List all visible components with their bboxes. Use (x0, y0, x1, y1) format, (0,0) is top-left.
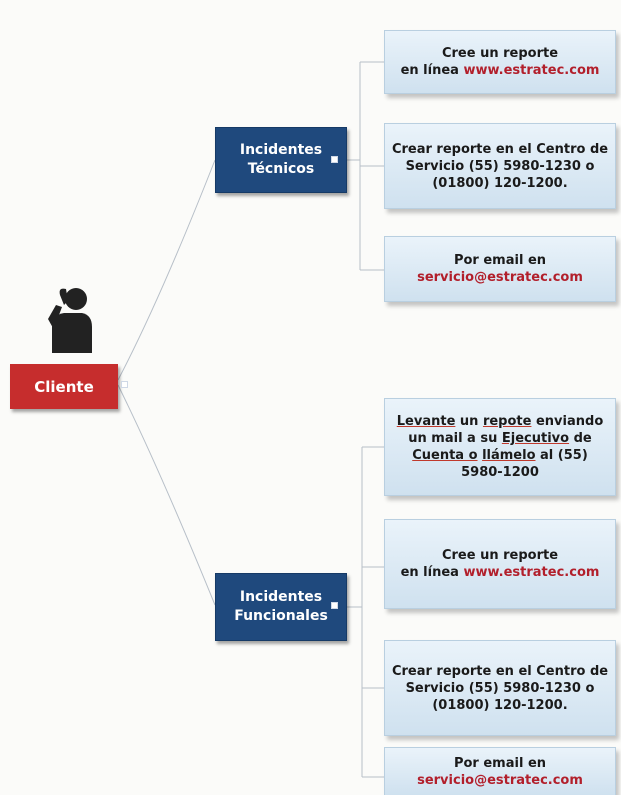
email-link[interactable]: servicio@estratec.com (417, 270, 583, 285)
leaf-text: enviando (531, 414, 604, 429)
branch-node-incidentes-funcionales: Incidentes Funcionales (215, 573, 347, 641)
leaf-line: 5980-1200 (461, 465, 539, 480)
root-node-cliente: Cliente (10, 364, 118, 409)
leaf-line: Levante un repote enviando (397, 413, 604, 430)
leaf-text: un (455, 414, 483, 429)
leaf-line: en línea www.estratec.com (401, 62, 600, 79)
leaf-text: en línea (400, 63, 464, 78)
leaf-email: Por email en servicio@estratec.com (384, 747, 616, 795)
leaf-line: en línea www.estratec.com (401, 564, 600, 581)
leaf-line: Cree un reporte (441, 46, 559, 61)
leaf-online-report: Cree un reporte en línea www.estratec.co… (384, 30, 616, 94)
leaf-line: Cree un reporte (441, 548, 559, 563)
email-link[interactable]: servicio@estratec.com (417, 772, 583, 788)
expand-toggle-root[interactable] (121, 381, 128, 388)
leaf-email: Por email en servicio@estratec.com (384, 236, 616, 302)
leaf-line: Por email en (453, 755, 547, 771)
leaf-line: (01800) 120-1200. (432, 697, 568, 713)
website-link[interactable]: www.estratec.com (463, 63, 600, 78)
leaf-text: Cuenta o (412, 448, 478, 463)
connector-root-tecnicos (117, 159, 216, 381)
leaf-line: Cuenta o llámelo al (55) (412, 447, 588, 464)
leaf-text: un mail a su (408, 431, 502, 446)
person-on-phone-icon (48, 288, 92, 353)
leaf-text: Ejecutivo (501, 431, 570, 446)
root-label: Cliente (34, 377, 94, 396)
expand-toggle-funcionales[interactable] (331, 602, 338, 609)
leaf-line: (01800) 120-1200. (432, 175, 568, 191)
leaf-service-center: Crear reporte en el Centro de Servicio (… (384, 640, 616, 736)
leaf-line: Crear reporte en el Centro de (391, 663, 609, 679)
branch-label-line2: Funcionales (234, 608, 328, 624)
leaf-text: repote (482, 414, 532, 429)
leaf-text: al (55) (535, 448, 588, 463)
website-link[interactable]: www.estratec.com (463, 565, 600, 580)
leaf-text: en línea (400, 565, 464, 580)
leaf-online-report: Cree un reporte en línea www.estratec.co… (384, 519, 616, 609)
connector-root-funcionales (117, 384, 216, 606)
branch-node-incidentes-tecnicos: Incidentes Técnicos (215, 127, 347, 193)
leaf-text: de (569, 431, 592, 446)
leaf-line: Servicio (55) 5980-1230 o (405, 680, 595, 696)
leaf-executive-contact: Levante un repote enviando un mail a su … (384, 398, 616, 496)
leaf-line: un mail a su Ejecutivo de (408, 430, 591, 447)
branch-label-line1: Incidentes (239, 589, 323, 605)
leaf-text: Levante (396, 414, 456, 429)
leaf-line: Crear reporte en el Centro de (391, 141, 609, 157)
expand-toggle-tecnicos[interactable] (331, 156, 338, 163)
leaf-line: Por email en (453, 253, 547, 268)
branch-label-line2: Técnicos (247, 161, 315, 177)
branch-label-line1: Incidentes (239, 142, 323, 158)
leaf-text: llámelo (482, 448, 536, 463)
leaf-line: Servicio (55) 5980-1230 o (405, 158, 595, 174)
leaf-service-center: Crear reporte en el Centro de Servicio (… (384, 123, 616, 209)
